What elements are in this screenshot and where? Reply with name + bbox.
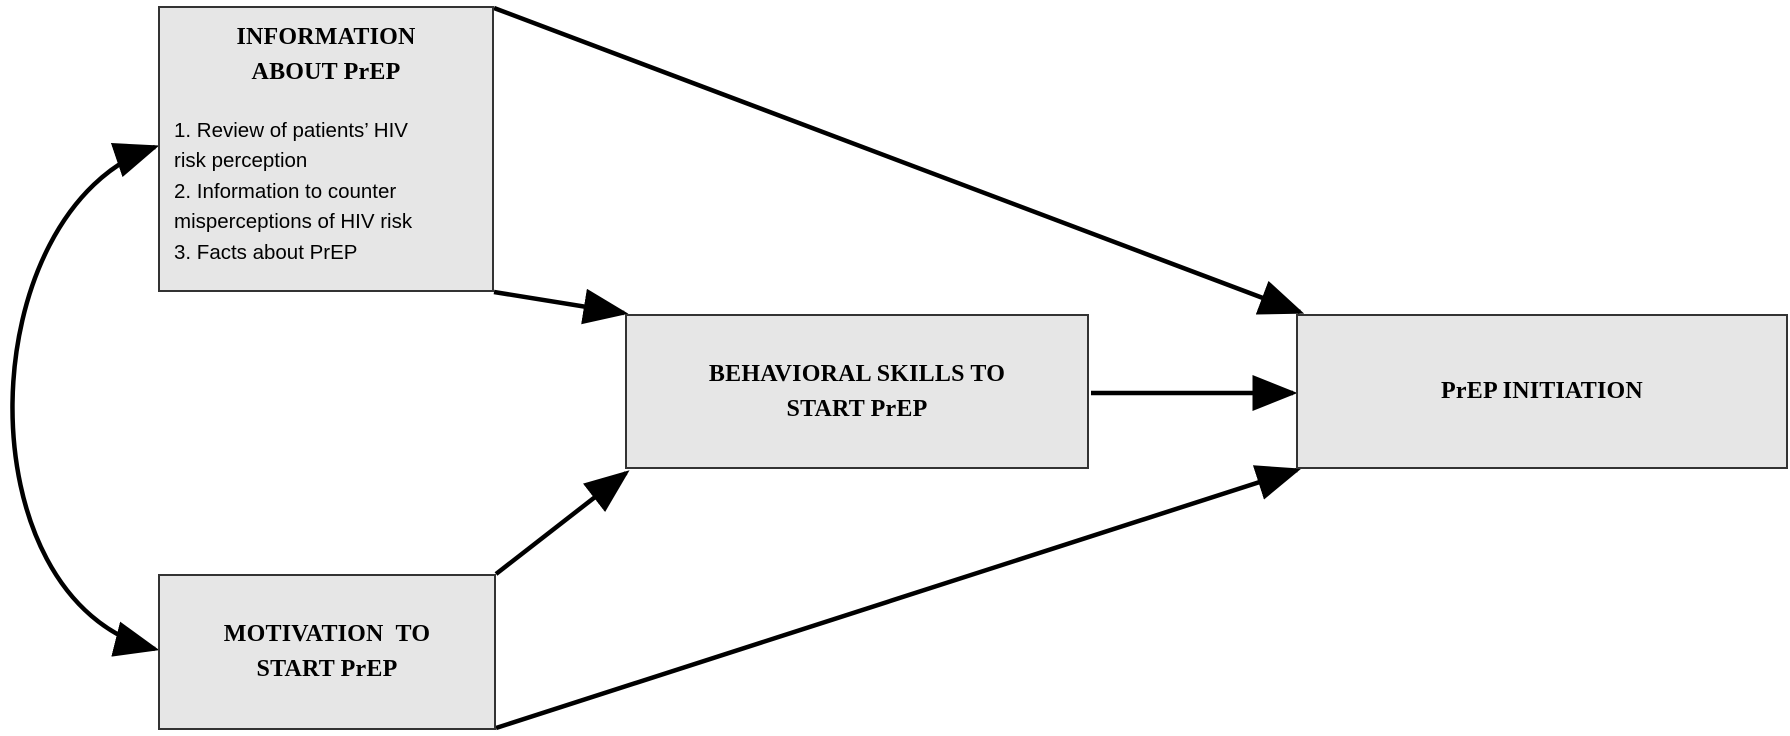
- node-behavioral-title: BEHAVIORAL SKILLS TO START PrEP: [709, 357, 1005, 427]
- arrow-information-to-behavioral: [493, 288, 629, 325]
- node-motivation-title-line-1: MOTIVATION TO: [223, 621, 431, 648]
- node-information-title: INFORMATION ABOUT PrEP: [236, 20, 415, 90]
- node-behavioral-title-line-1: BEHAVIORAL SKILLS TO: [708, 360, 1006, 387]
- arrow-information-motivation-correlation: [10, 143, 160, 657]
- node-behavioral-title-line-2: START PrEP: [786, 395, 928, 422]
- arrow-information-to-prep-initiation: [493, 5, 1305, 315]
- node-information-title-line-2: ABOUT PrEP: [251, 58, 401, 85]
- node-behavioral-skills: BEHAVIORAL SKILLS TO START PrEP: [625, 314, 1089, 469]
- node-information-title-line-1: INFORMATION: [236, 24, 416, 50]
- node-information-list-line-1: 1. Review of patients’ HIV: [174, 118, 408, 142]
- node-prep-initiation-title-line-1: PrEP INITIATION: [1441, 378, 1643, 405]
- node-information-list-line-2: risk perception: [174, 149, 308, 173]
- node-information-list-line-5: 3. Facts about PrEP: [174, 240, 358, 264]
- node-motivation-to-start-prep: MOTIVATION TO START PrEP: [158, 574, 496, 730]
- node-information-about-prep: INFORMATION ABOUT PrEP 1. Review of pati…: [158, 6, 494, 292]
- node-information-list: 1. Review of patients’ HIV risk percepti…: [160, 116, 492, 269]
- node-motivation-title-line-2: START PrEP: [256, 656, 398, 682]
- node-information-list-line-3: 2. Information to counter: [174, 179, 397, 203]
- arrow-motivation-to-prep-initiation: [495, 465, 1302, 731]
- node-prep-initiation-title: PrEP INITIATION: [1441, 374, 1643, 409]
- node-information-list-line-4: misperceptions of HIV risk: [174, 210, 413, 234]
- arrow-motivation-to-behavioral: [494, 470, 630, 576]
- node-motivation-title: MOTIVATION TO START PrEP: [224, 617, 430, 687]
- node-prep-initiation: PrEP INITIATION: [1296, 314, 1788, 469]
